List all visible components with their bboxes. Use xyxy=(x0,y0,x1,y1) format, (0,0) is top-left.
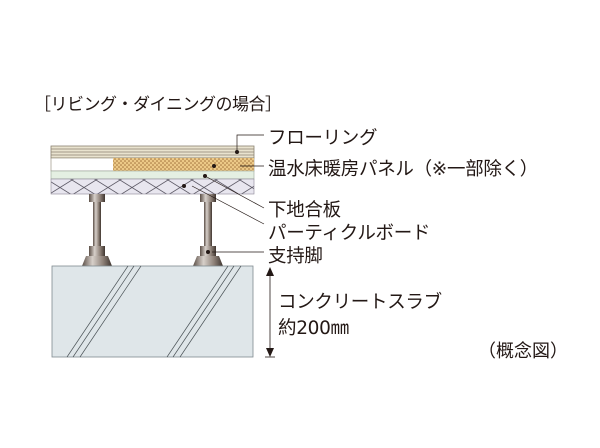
flooring-layer xyxy=(50,145,255,159)
label-support-leg: 支持脚 xyxy=(268,246,323,267)
label-heating-panel: 温水床暖房パネル（※一部除く） xyxy=(268,159,539,180)
label-slab: コンクリートスラブ xyxy=(278,292,442,313)
label-particle-board: パーティクルボード xyxy=(268,223,431,244)
slab-thickness-arrow xyxy=(265,267,275,358)
heating-panel-layer xyxy=(50,157,255,172)
support-leg-right xyxy=(193,194,223,266)
label-plywood: 下地合板 xyxy=(268,200,341,221)
diagram-title: ［リビング・ダイニングの場合］ xyxy=(34,95,282,115)
leader-dots xyxy=(182,150,239,254)
leader-lines xyxy=(191,134,265,253)
concrete-slab xyxy=(51,265,254,358)
label-slab-thickness: 約200㎜ xyxy=(278,318,349,339)
particle-board-layer xyxy=(50,178,255,195)
label-flooring: フローリング xyxy=(268,128,378,149)
support-leg-left xyxy=(82,194,112,266)
concept-note: （概念図） xyxy=(478,341,568,362)
plywood-layer xyxy=(50,170,255,180)
